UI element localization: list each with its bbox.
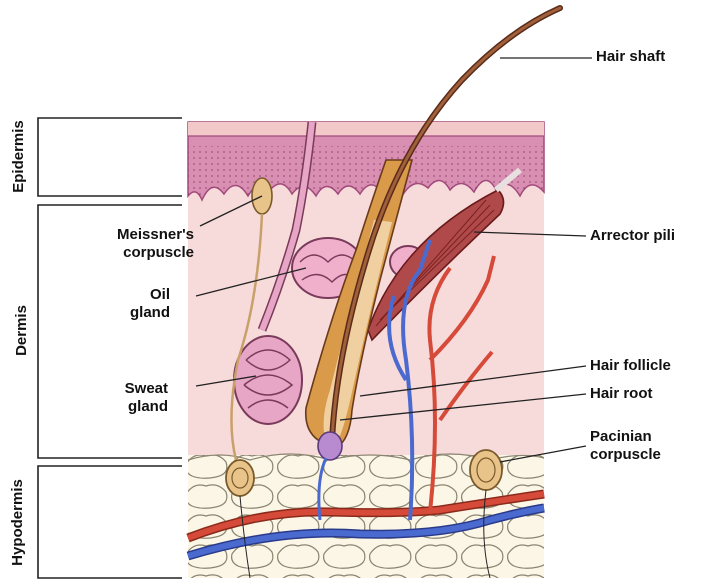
meissners-label-line2: corpuscle (123, 244, 194, 262)
sweat-gland-label-line1: Sweat (125, 380, 168, 398)
epidermis-label: Epidermis (10, 120, 27, 193)
hair-root (318, 432, 342, 460)
hair-shaft-label: Hair shaft (596, 48, 665, 66)
meissners-label-line1: Meissner's (117, 226, 194, 244)
layer-brackets (38, 118, 182, 578)
epidermis-bracket (38, 118, 182, 196)
arrector-pili-label: Arrector pili (590, 227, 675, 245)
hair-follicle-label: Hair follicle (590, 357, 671, 375)
hypodermis-bracket (38, 466, 182, 578)
pacinian-label-line2: corpuscle (590, 446, 661, 464)
hair-root-label: Hair root (590, 385, 653, 403)
hypodermis-label: Hypodermis (9, 479, 26, 566)
oil-gland-label-line1: Oil (150, 286, 170, 304)
dermis-label: Dermis (13, 305, 30, 356)
pacinian-label-line1: Pacinian (590, 428, 652, 446)
oil-gland-label-line2: gland (130, 304, 170, 322)
sweat-gland-label-line2: gland (128, 398, 168, 416)
